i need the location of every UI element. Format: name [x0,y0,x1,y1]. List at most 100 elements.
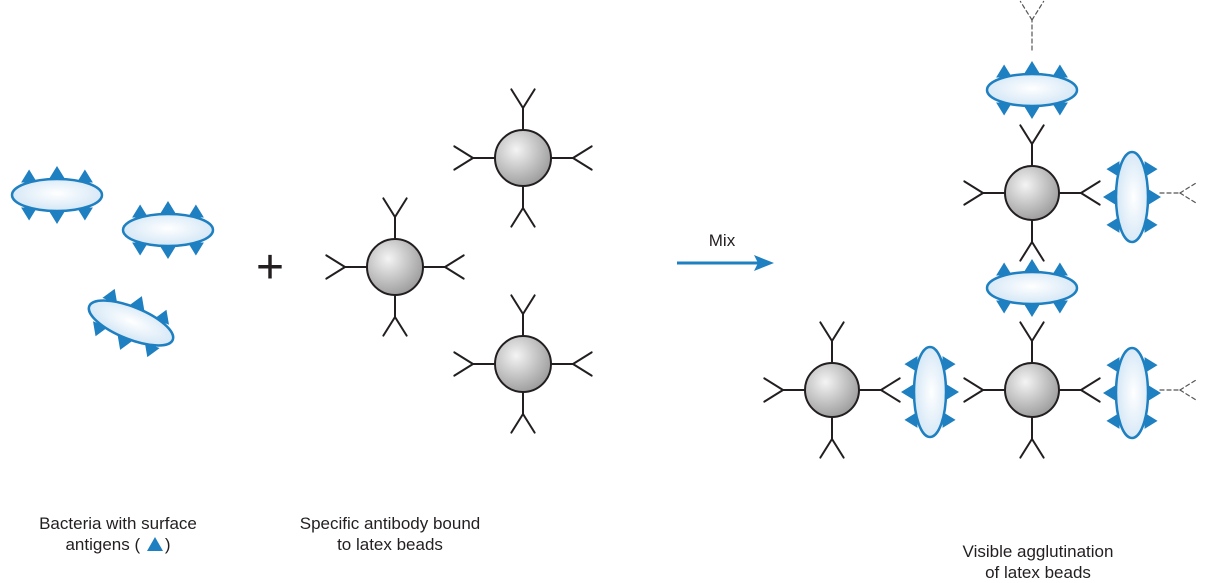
antigen-triangle-icon [49,211,65,224]
bacterium-icon [985,61,1079,119]
antigen-triangle-icon [1024,304,1040,317]
antibody-y-icon [382,197,408,240]
beads-caption-line1: Specific antibody bound [299,514,481,533]
antigen-triangle-icon [942,356,956,373]
antigen-triangle-icon [1148,189,1161,205]
antibody-y-icon [1058,180,1101,206]
antigen-triangle-icon [996,262,1013,276]
beads-caption-line2: to latex beads [337,535,443,554]
antibody-y-icon [1019,416,1045,459]
bacterium-icon [1103,346,1161,440]
antibody-y-icon [550,351,593,377]
bacterium-icon [121,201,215,259]
antibody-beads-group [325,88,593,434]
antibody-y-icon [1019,124,1045,167]
agglutination-caption-line2: of latex beads [985,563,1091,582]
antigen-triangle-icon [93,321,108,337]
antibody-y-icon [382,294,408,337]
antigen-triangle-icon [1106,412,1120,429]
bacterium-icon [985,259,1079,317]
antigen-triangle-icon [21,169,38,183]
antigen-triangle-icon [146,537,163,551]
antibody-y-icon [963,180,1006,206]
antigen-triangle-icon [904,356,918,373]
antigen-triangle-icon [117,334,133,350]
antigen-triangle-icon [1051,102,1068,116]
antigen-triangle-icon [996,102,1013,116]
antigen-triangle-icon [1051,262,1068,276]
antigen-triangle-icon [1103,385,1116,401]
antigen-triangle-icon [132,242,149,256]
antigen-triangle-icon [160,246,176,259]
antibody-y-icon [510,185,536,228]
plus-operator: + [256,241,284,294]
antigen-triangle-icon [1144,161,1158,178]
antigen-triangle-icon [1106,357,1120,374]
latex-bead-icon [325,197,465,337]
antigen-triangle-icon [904,411,918,428]
antigen-triangle-icon [1106,216,1120,233]
bacteria-caption: Bacteria with surface antigens ( ) [0,513,236,555]
antibody-y-icon [453,145,496,171]
antibody-y-icon [325,254,368,280]
antigen-triangle-icon [49,166,65,179]
antibody-y-icon [550,145,593,171]
bacterium-icon [87,288,175,358]
antigen-triangle-icon [76,207,93,221]
latex-bead-icon [763,321,901,459]
antibody-y-icon [858,377,901,403]
antigen-triangle-icon [946,384,959,400]
antigen-triangle-icon [1024,106,1040,119]
antigen-triangle-icon [187,242,204,256]
antibody-y-icon [1019,219,1045,262]
agglutination-caption-line1: Visible agglutination [962,542,1114,561]
latex-bead-icon [963,321,1101,459]
antigen-triangle-icon [132,204,149,218]
mix-label: Mix [709,231,736,250]
antibody-y-icon [510,391,536,434]
antigen-triangle-icon [154,309,169,325]
antigen-triangle-icon [160,201,176,214]
antibody-y-icon [510,294,536,337]
antigen-triangle-icon [21,207,38,221]
antigen-triangle-icon [1051,64,1068,78]
latex-bead-icon [453,88,593,228]
mix-arrow: Mix [677,231,774,271]
antigen-triangle-icon [1144,412,1158,429]
antigen-triangle-icon [1144,216,1158,233]
antigen-triangle-icon [996,64,1013,78]
antibody-y-icon [1019,0,1045,51]
bacteria-caption-line1: Bacteria with surface [39,514,197,533]
bacterium-icon [901,345,959,439]
latex-bead-icon [963,124,1101,262]
antibody-y-icon [1159,379,1196,401]
latex-bead-icon [453,294,593,434]
antibody-y-icon [1058,377,1101,403]
antigen-triangle-icon [1024,61,1040,74]
antigen-triangle-icon [901,384,914,400]
free-bacteria-group [10,166,215,358]
bacteria-caption-line2: antigens ( ) [65,535,171,554]
antibody-y-icon [422,254,465,280]
antigen-triangle-icon [187,204,204,218]
antibody-y-icon [963,377,1006,403]
beads-caption: Specific antibody bound to latex beads [256,513,524,555]
antibody-y-icon [819,321,845,364]
bacterium-icon [1103,150,1161,244]
antibody-y-icon [763,377,806,403]
antigen-triangle-icon [76,169,93,183]
antigen-triangle-icon [1024,259,1040,272]
antibody-y-icon [453,351,496,377]
agglutination-complex [763,0,1196,459]
antigen-triangle-icon [129,296,145,312]
antibody-y-icon [1019,321,1045,364]
antibody-y-icon [510,88,536,131]
antigen-triangle-icon [1106,161,1120,178]
antigen-triangle-icon [942,411,956,428]
antibody-y-icon [1159,182,1196,204]
antigen-triangle-icon [1051,300,1068,314]
antigen-triangle-icon [1103,189,1116,205]
antigen-triangle-icon [1144,357,1158,374]
antigen-triangle-icon [996,300,1013,314]
